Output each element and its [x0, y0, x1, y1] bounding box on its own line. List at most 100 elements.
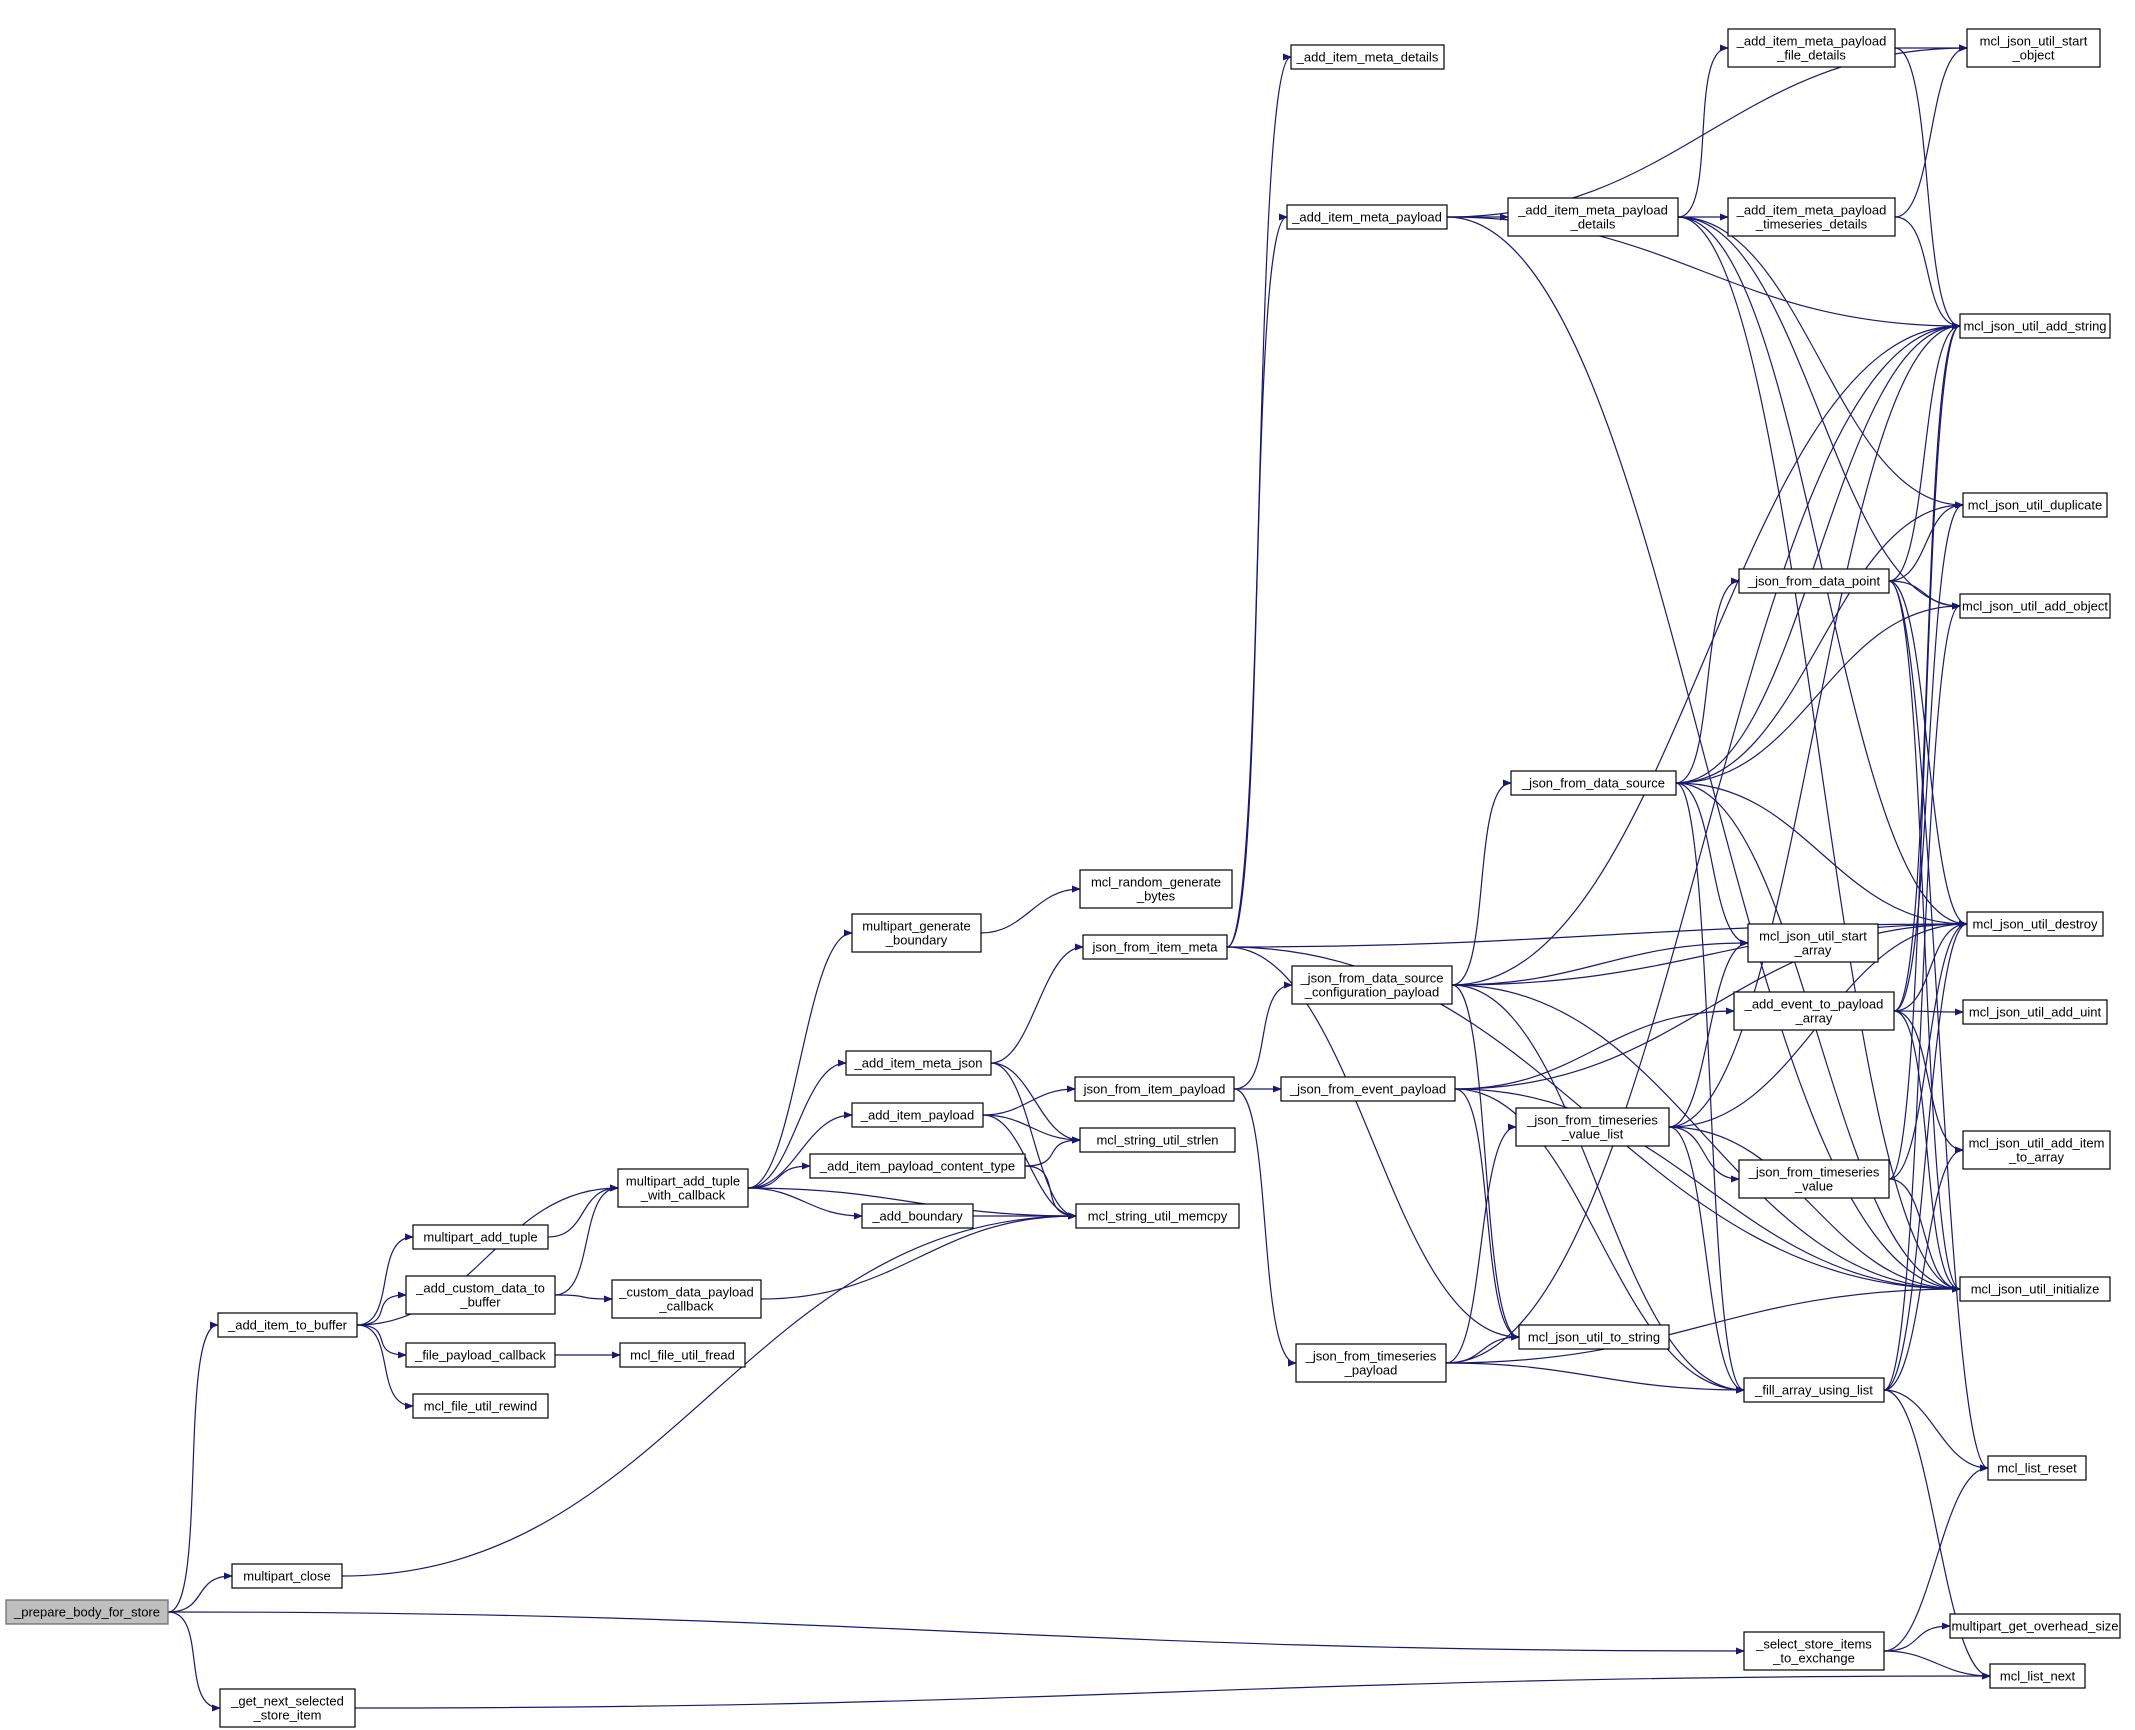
node-json-from-item-payload[interactable]: json_from_item_payload — [1074, 1076, 1235, 1102]
node-add-item-payload[interactable]: _add_item_payload — [851, 1102, 984, 1128]
node-mcl-json-util-start-object[interactable]: mcl_json_util_start_object — [1966, 28, 2101, 68]
node-multipart-add-tuple-with-callback[interactable]: multipart_add_tuple_with_callback — [617, 1168, 749, 1208]
node-label: _details — [1570, 217, 1616, 232]
node-box — [1959, 313, 2111, 339]
node-mcl-json-util-destroy[interactable]: mcl_json_util_destroy — [1966, 911, 2104, 937]
node-mcl-random-generate-bytes[interactable]: mcl_random_generate_bytes — [1079, 869, 1233, 909]
node-mcl-file-util-fread[interactable]: mcl_file_util_fread — [619, 1342, 746, 1368]
edge-json_from_timeseries_value-to-mcl_json_util_destroy — [1888, 920, 1968, 1180]
node-label: _json_from_data_source — [1521, 776, 1665, 791]
node-mcl-list-reset[interactable]: mcl_list_reset — [1987, 1455, 2087, 1481]
edge-json_from_item_payload-to-json_from_data_source_configuration_payload — [1233, 981, 1293, 1090]
edge-json_from_event_payload-to-fill_array_using_list — [1454, 1088, 1745, 1394]
node-box — [611, 1279, 762, 1319]
node-label: mcl_json_util_initialize — [1971, 1282, 2100, 1297]
node-json-from-item-meta[interactable]: json_from_item_meta — [1082, 934, 1228, 960]
node-box — [1075, 1203, 1240, 1229]
node-file-payload-callback[interactable]: _file_payload_callback — [405, 1342, 556, 1368]
edge-add_item_payload-to-mcl_string_util_strlen — [982, 1114, 1081, 1144]
node-multipart-generate-boundary[interactable]: multipart_generate_boundary — [851, 913, 982, 953]
edge-multipart_add_tuple_with_callback-to-mcl_string_util_memcpy — [747, 1187, 1077, 1220]
node-json-from-data-source[interactable]: _json_from_data_source — [1510, 770, 1677, 796]
node-select-store-items-to-exchange[interactable]: _select_store_items_to_exchange — [1743, 1631, 1885, 1671]
node-box — [219, 1688, 356, 1728]
node-box — [1949, 1613, 2121, 1639]
node-multipart-get-overhead-size[interactable]: multipart_get_overhead_size — [1949, 1613, 2121, 1639]
node-add-item-meta-details[interactable]: _add_item_meta_details — [1290, 44, 1445, 70]
node-box — [1743, 1377, 1885, 1403]
node-label: _configuration_payload — [1304, 985, 1439, 1000]
node-label: _custom_data_payload — [618, 1285, 753, 1300]
edge-json_from_data_source-to-mcl_json_util_duplicate — [1675, 501, 1964, 784]
node-add-item-meta-payload-timeseries-details[interactable]: _add_item_meta_payload_timeseries_detail… — [1727, 197, 1896, 237]
node-json-from-timeseries-value-list[interactable]: _json_from_timeseries_value_list — [1515, 1107, 1670, 1147]
edges-layer — [167, 44, 1991, 1712]
node-add-item-meta-json[interactable]: _add_item_meta_json — [845, 1050, 992, 1076]
node-box — [412, 1224, 549, 1250]
node-multipart-close[interactable]: multipart_close — [231, 1563, 343, 1589]
node-json-from-timeseries-payload[interactable]: _json_from_timeseries_payload — [1295, 1343, 1447, 1383]
node-mcl-file-util-rewind[interactable]: mcl_file_util_rewind — [412, 1393, 549, 1419]
node-mcl-json-util-add-item-to-array[interactable]: mcl_json_util_add_item_to_array — [1962, 1130, 2111, 1170]
node-json-from-data-source-configuration-payload[interactable]: _json_from_data_source_configuration_pay… — [1291, 965, 1453, 1005]
node-json-from-data-point[interactable]: _json_from_data_point — [1738, 568, 1890, 594]
node-mcl-json-util-add-uint[interactable]: mcl_json_util_add_uint — [1962, 999, 2108, 1025]
node-label: mcl_list_next — [2000, 1669, 2076, 1684]
node-mcl-json-util-to-string[interactable]: mcl_json_util_to_string — [1518, 1324, 1670, 1350]
edge-multipart_add_tuple_with_callback-to-add_item_payload — [747, 1111, 853, 1189]
edge-json_from_data_source-to-mcl_json_util_start_array — [1675, 782, 1749, 947]
edge-json_from_data_point-to-mcl_json_util_duplicate — [1888, 501, 1964, 582]
node-box — [1966, 28, 2101, 68]
node-mcl-json-util-initialize[interactable]: mcl_json_util_initialize — [1959, 1276, 2111, 1302]
node-prepare-body-for-store[interactable]: _prepare_body_for_store — [5, 1599, 169, 1625]
node-add-item-meta-payload-details[interactable]: _add_item_meta_payload_details — [1507, 197, 1679, 237]
edge-json_from_timeseries_payload-to-mcl_json_util_initialize — [1445, 1285, 1961, 1364]
node-mcl-json-util-add-object[interactable]: mcl_json_util_add_object — [1959, 593, 2111, 619]
node-add-event-to-payload-array[interactable]: _add_event_to_payload_array — [1733, 991, 1895, 1031]
node-box — [1079, 869, 1233, 909]
edge-add_event_to_payload_array-to-mcl_json_util_destroy — [1893, 920, 1968, 1012]
node-mcl-json-util-start-array[interactable]: mcl_json_util_start_array — [1747, 923, 1879, 963]
node-label: _add_item_meta_payload — [1736, 203, 1887, 218]
node-add-custom-data-to-buffer[interactable]: _add_custom_data_to_buffer — [405, 1275, 556, 1315]
node-label: multipart_add_tuple — [626, 1174, 740, 1189]
edge-add_event_to_payload_array-to-mcl_json_util_initialize — [1893, 1010, 1961, 1293]
node-label: _to_array — [2008, 1150, 2064, 1165]
node-mcl-string-util-memcpy[interactable]: mcl_string_util_memcpy — [1075, 1203, 1240, 1229]
edge-fill_array_using_list-to-mcl_json_util_add_object — [1883, 602, 1961, 1391]
edge-add_item_meta_payload_details-to-mcl_json_util_duplicate — [1677, 216, 1964, 509]
node-box — [1507, 197, 1679, 237]
node-mcl-json-util-add-string[interactable]: mcl_json_util_add_string — [1959, 313, 2111, 339]
node-json-from-timeseries-value[interactable]: _json_from_timeseries_value — [1738, 1159, 1890, 1199]
node-mcl-string-util-strlen[interactable]: mcl_string_util_strlen — [1079, 1127, 1236, 1153]
node-mcl-list-next[interactable]: mcl_list_next — [1989, 1663, 2086, 1689]
node-add-item-to-buffer[interactable]: _add_item_to_buffer — [217, 1312, 358, 1338]
node-label: _get_next_selected — [230, 1694, 344, 1709]
node-add-boundary[interactable]: _add_boundary — [861, 1203, 974, 1229]
node-get-next-selected-store-item[interactable]: _get_next_selected_store_item — [219, 1688, 356, 1728]
node-box — [1082, 934, 1228, 960]
node-custom-data-payload-callback[interactable]: _custom_data_payload_callback — [611, 1279, 762, 1319]
edge-add_item_to_buffer-to-mcl_file_util_rewind — [356, 1324, 414, 1410]
node-box — [851, 1102, 984, 1128]
node-box — [405, 1342, 556, 1368]
node-fill-array-using-list[interactable]: _fill_array_using_list — [1743, 1377, 1885, 1403]
edge-json_from_data_source_configuration_payload-to-json_from_data_source — [1451, 779, 1512, 986]
node-json-from-event-payload[interactable]: _json_from_event_payload — [1280, 1076, 1456, 1102]
node-label: _add_item_payload_content_type — [819, 1159, 1015, 1174]
edge-add_item_to_buffer-to-add_custom_data_to_buffer — [356, 1291, 407, 1326]
node-add-item-meta-payload-file-details[interactable]: _add_item_meta_payload_file_details — [1727, 28, 1896, 68]
node-add-item-meta-payload[interactable]: _add_item_meta_payload — [1286, 204, 1448, 230]
node-label: _json_from_timeseries — [1748, 1165, 1880, 1180]
node-label: mcl_json_util_add_string — [1963, 319, 2106, 334]
node-label: _json_from_data_point — [1747, 574, 1881, 589]
node-box — [412, 1393, 549, 1419]
edge-prepare_body_for_store-to-select_store_items_to_exchange — [167, 1611, 1745, 1655]
node-add-item-payload-content-type[interactable]: _add_item_payload_content_type — [809, 1153, 1026, 1179]
edge-prepare_body_for_store-to-multipart_close — [167, 1572, 233, 1613]
node-box — [1295, 1343, 1447, 1383]
node-label: mcl_json_util_add_object — [1962, 599, 2108, 614]
node-label: mcl_file_util_fread — [630, 1348, 735, 1363]
node-multipart-add-tuple[interactable]: multipart_add_tuple — [412, 1224, 549, 1250]
node-mcl-json-util-duplicate[interactable]: mcl_json_util_duplicate — [1962, 492, 2108, 518]
